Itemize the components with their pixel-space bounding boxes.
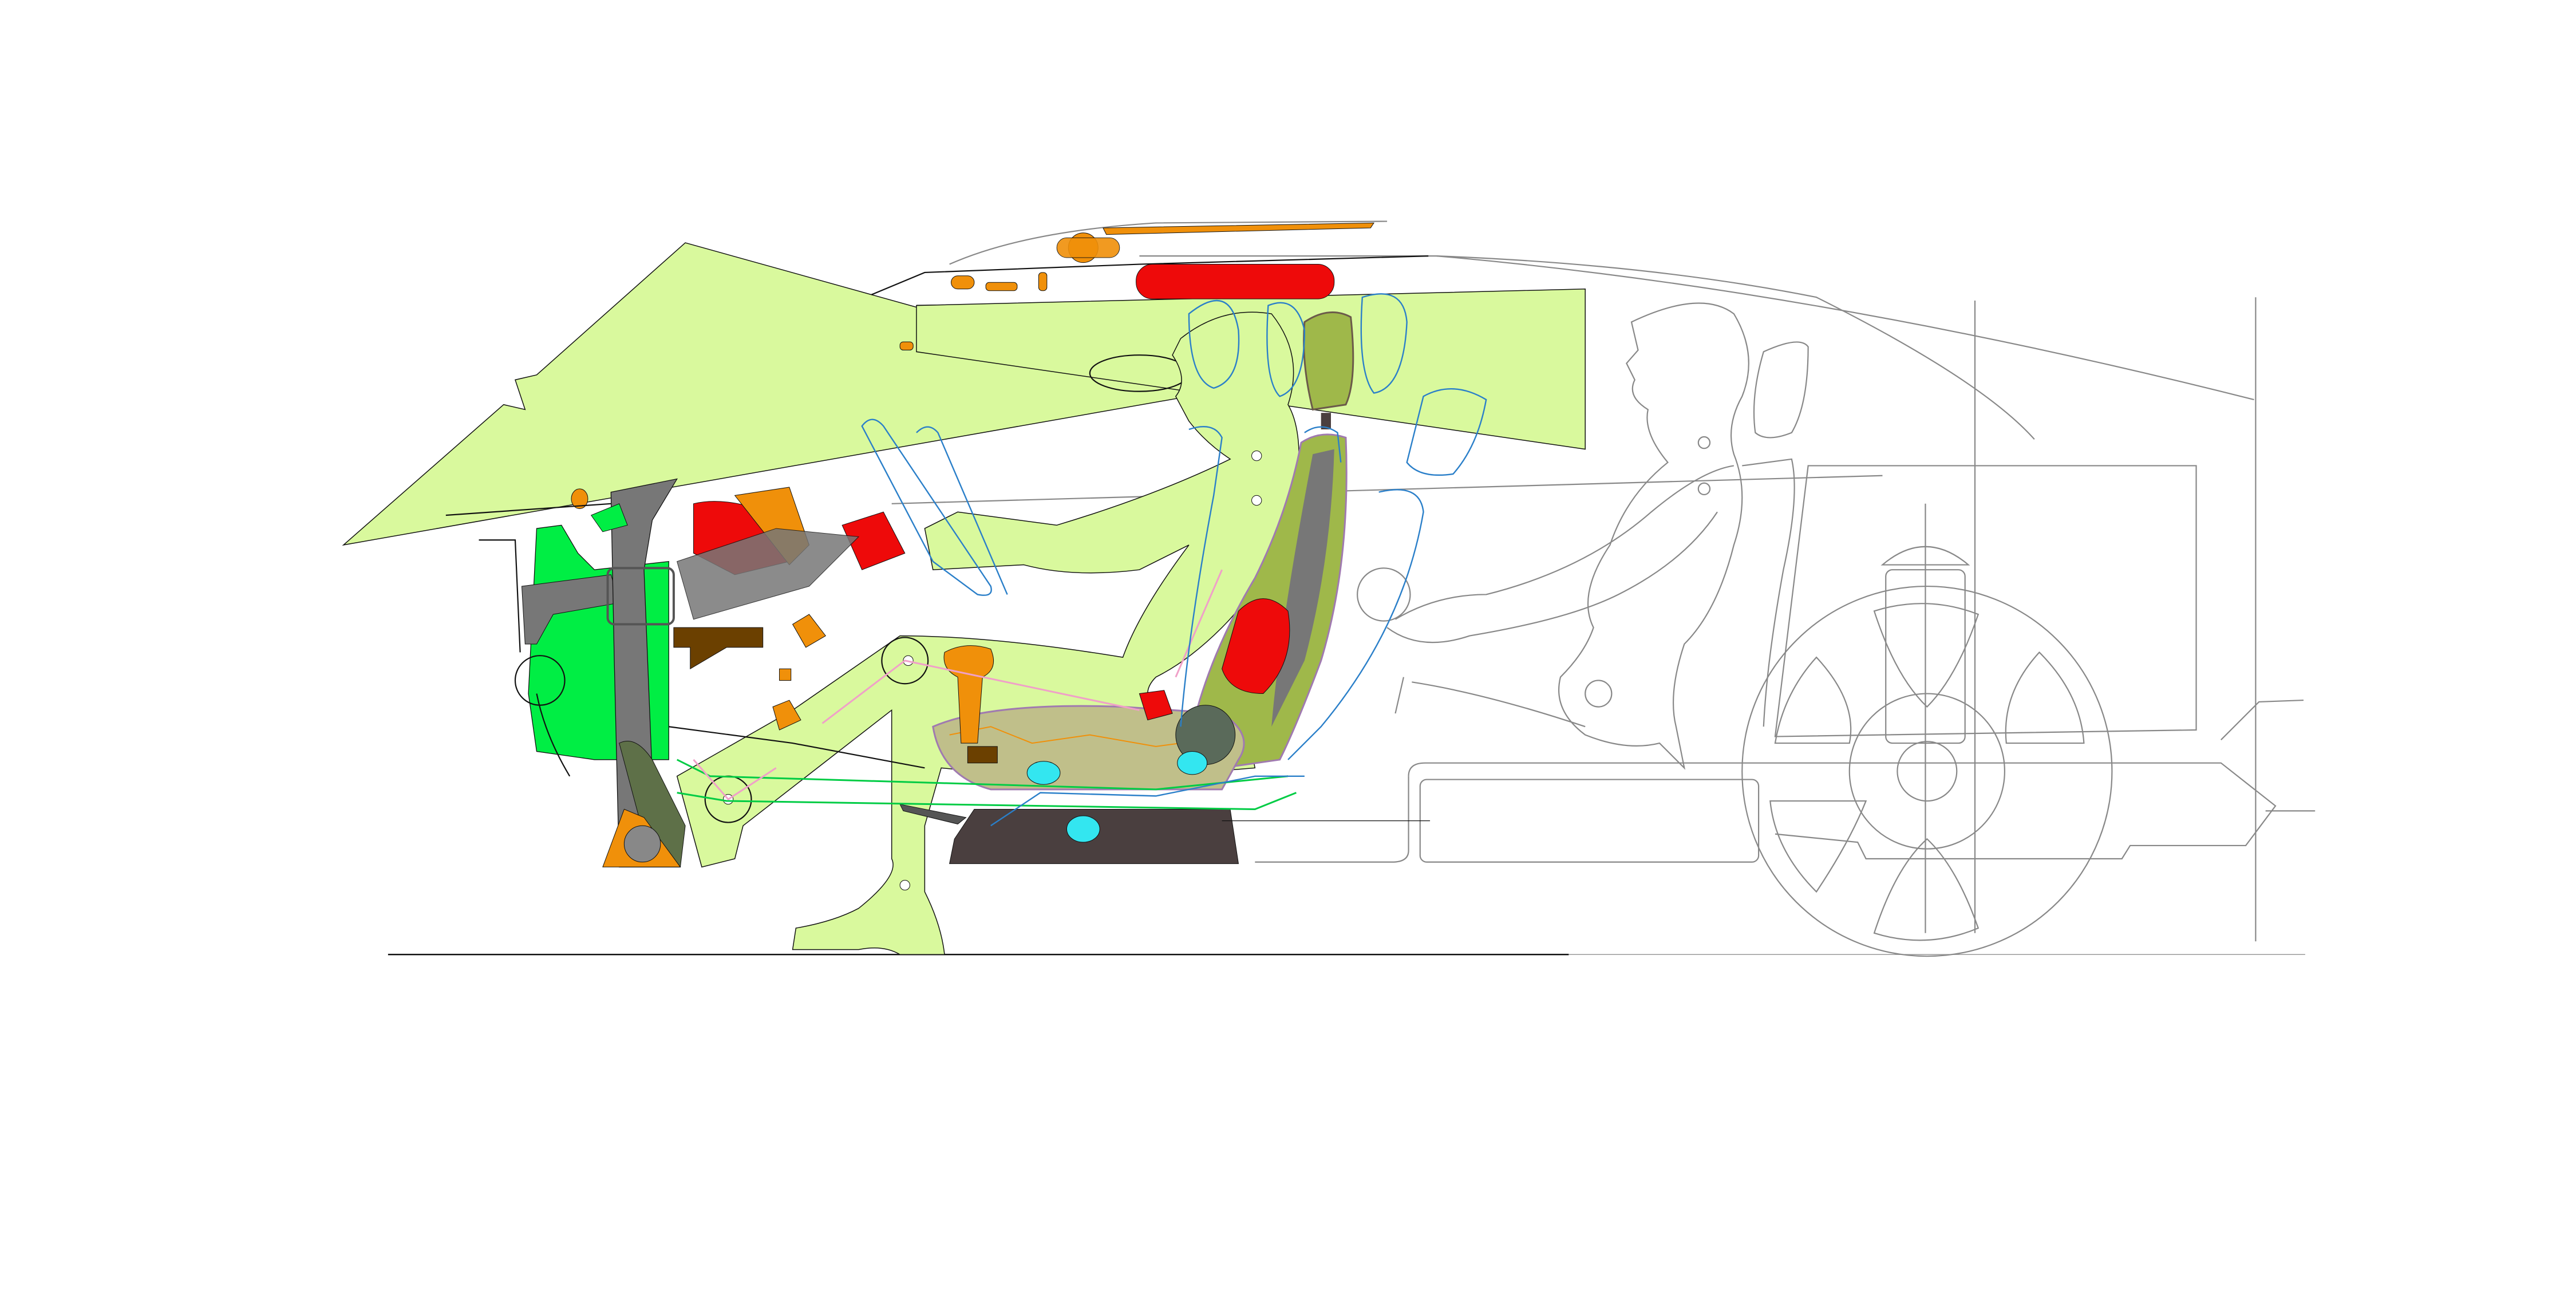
body-outline	[846, 222, 2315, 942]
driver-seat	[900, 313, 1353, 864]
reach-envelopes	[862, 294, 1486, 826]
instrument-panel	[446, 479, 925, 867]
headliner-components	[900, 223, 1374, 350]
rear-wheel	[1742, 504, 2112, 956]
rear-passenger-outline	[1357, 303, 1808, 768]
